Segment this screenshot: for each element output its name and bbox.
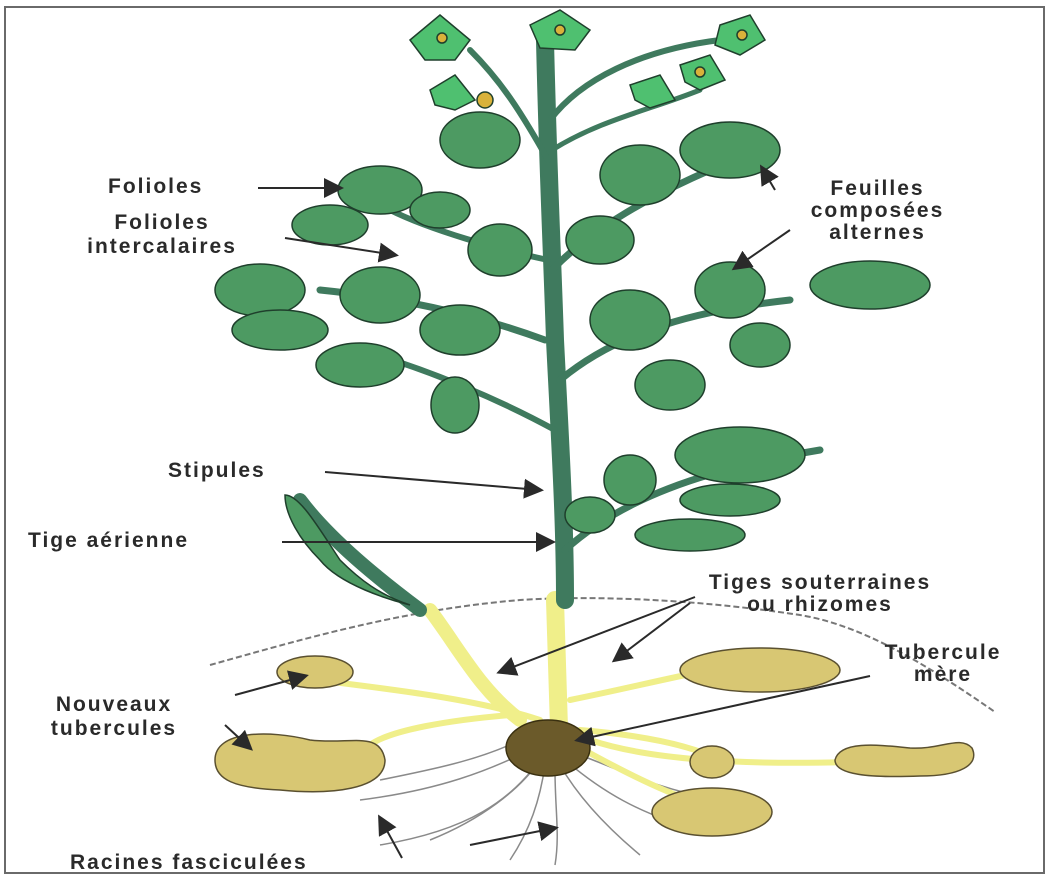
- leaf-icon: [316, 343, 404, 387]
- label-folioles-intercalaires-line2: intercalaires: [52, 236, 272, 258]
- tuber-icon: [835, 743, 974, 777]
- leaf-icon: [730, 323, 790, 367]
- mother-tuber: [506, 720, 590, 776]
- label-stipules: Stipules: [168, 460, 266, 482]
- label-tige-aerienne: Tige aérienne: [28, 530, 189, 552]
- label-tiges-souterraines-line1: Tiges souterraines: [660, 572, 980, 594]
- leaf-icon: [232, 310, 328, 350]
- label-racines-fasciculees: Racines fasciculées: [70, 852, 308, 874]
- leaf-icon: [604, 455, 656, 505]
- label-nouveaux-tubercules-line2: tubercules: [14, 718, 214, 740]
- leaf-icon: [215, 264, 305, 316]
- leaf-icon: [420, 305, 500, 355]
- leaf-icon: [680, 122, 780, 178]
- leaf-icon: [635, 519, 745, 551]
- leaf-icon: [410, 192, 470, 228]
- tuber-icon: [690, 746, 734, 778]
- leaf-icon: [565, 497, 615, 533]
- leaf-icon: [675, 427, 805, 483]
- leaf-icon: [810, 261, 930, 309]
- label-folioles: Folioles: [108, 176, 203, 198]
- label-folioles-intercalaires-line1: Folioles: [52, 212, 272, 234]
- tuber-icon: [215, 734, 385, 792]
- arrow-racines-2: [470, 828, 555, 845]
- label-feuilles-line1: Feuilles: [770, 178, 985, 200]
- flower-icon: [430, 75, 475, 110]
- flowers: [410, 10, 765, 110]
- leaf-icon: [338, 166, 422, 214]
- leaf-icon: [566, 216, 634, 264]
- label-tiges-souterraines-line2: ou rhizomes: [660, 594, 980, 616]
- tuber-icon: [680, 648, 840, 692]
- leaf-icon: [340, 267, 420, 323]
- label-tubercule-mere-line2: mère: [858, 664, 1028, 686]
- leaf-icon: [292, 205, 368, 245]
- leaf-icon: [440, 112, 520, 168]
- tuber-icon: [277, 656, 353, 688]
- arrow-stipules: [325, 472, 540, 490]
- leaf-icon: [590, 290, 670, 350]
- label-feuilles-line2: composées: [770, 200, 985, 222]
- arrow-racines-1: [380, 818, 402, 858]
- leaf-icon: [468, 224, 532, 276]
- leaf-icon: [635, 360, 705, 410]
- leaf-icon: [431, 377, 479, 433]
- label-nouveaux-tubercules-line1: Nouveaux: [14, 694, 214, 716]
- label-tubercule-mere-line1: Tubercule: [858, 642, 1028, 664]
- leaf-icon: [600, 145, 680, 205]
- tuber-icon: [652, 788, 772, 836]
- leaf-icon: [680, 484, 780, 516]
- label-feuilles-line3: alternes: [770, 222, 985, 244]
- leaf-icon: [695, 262, 765, 318]
